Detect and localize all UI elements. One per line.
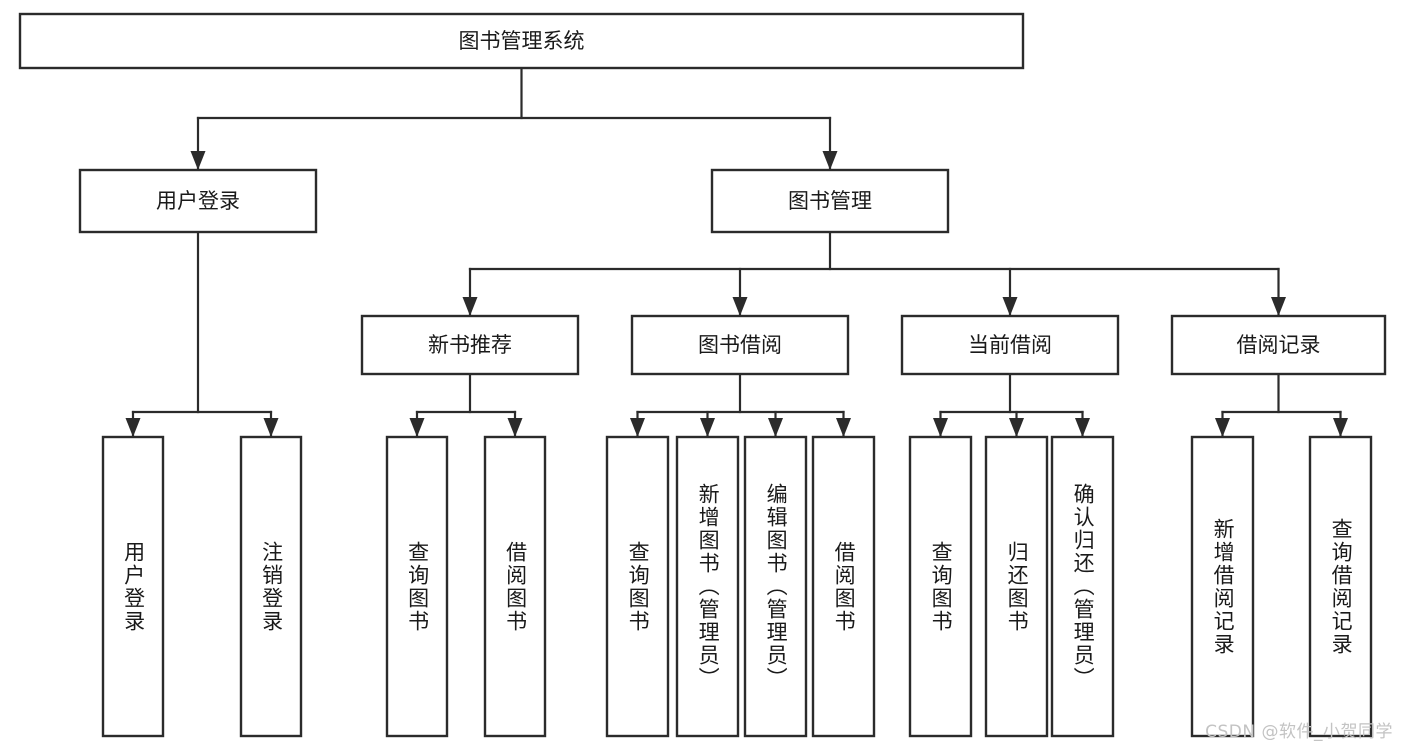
- node-box-root[interactable]: [18, 12, 1025, 70]
- node-box-leaf-query-book-rec[interactable]: [385, 435, 449, 738]
- node-label-user-login: 用户登录: [156, 189, 240, 213]
- leafbus-user-login-arrow-1: [263, 418, 279, 437]
- node-box-leaf-query-book-cb[interactable]: [908, 435, 973, 738]
- node-box-leaf-edit-book[interactable]: [743, 435, 808, 738]
- leafbus-current-borrow-arrow-1: [1009, 418, 1024, 437]
- leafbus-current-borrow-arrow-0: [933, 418, 948, 437]
- node-box-leaf-query-record[interactable]: [1308, 435, 1373, 738]
- bookmanage-arrow-0: [462, 297, 478, 316]
- node-box-leaf-borrow-book-bb[interactable]: [811, 435, 876, 738]
- connectors-layer: [125, 66, 1348, 438]
- node-label-new-book-rec: 新书推荐: [428, 333, 512, 357]
- node-box-new-book-rec[interactable]: [360, 314, 580, 376]
- node-box-leaf-confirm-return[interactable]: [1050, 435, 1115, 738]
- node-box-book-borrow[interactable]: [630, 314, 850, 376]
- leafbus-book-borrow-arrow-2: [768, 418, 783, 437]
- node-box-leaf-query-book-bb[interactable]: [605, 435, 670, 738]
- root-arrow-1: [822, 151, 838, 170]
- node-box-leaf-borrow-book-rec[interactable]: [483, 435, 547, 738]
- node-box-book-manage[interactable]: [710, 168, 950, 234]
- node-box-leaf-logout[interactable]: [239, 435, 303, 738]
- node-box-user-login[interactable]: [78, 168, 318, 234]
- leafbus-book-borrow-arrow-3: [836, 418, 851, 437]
- node-box-current-borrow[interactable]: [900, 314, 1120, 376]
- node-label-root: 图书管理系统: [459, 29, 585, 53]
- node-box-borrow-record[interactable]: [1170, 314, 1387, 376]
- node-label-current-borrow: 当前借阅: [968, 333, 1052, 357]
- node-label-borrow-record: 借阅记录: [1237, 333, 1321, 357]
- bookmanage-arrow-3: [1271, 297, 1286, 316]
- node-box-leaf-add-book[interactable]: [675, 435, 740, 738]
- node-box-leaf-return-book[interactable]: [984, 435, 1049, 738]
- leafbus-borrow-record-arrow-1: [1333, 418, 1348, 437]
- node-box-leaf-user-login[interactable]: [101, 435, 165, 738]
- boxes-layer: [18, 12, 1387, 738]
- node-box-leaf-add-record[interactable]: [1190, 435, 1255, 738]
- bookmanage-arrow-1: [732, 297, 748, 316]
- leafbus-new-book-rec-arrow-0: [409, 418, 425, 437]
- bookmanage-arrow-2: [1002, 297, 1018, 316]
- leafbus-book-borrow-arrow-1: [700, 418, 715, 437]
- node-label-book-borrow: 图书借阅: [698, 333, 782, 357]
- leafbus-book-borrow-arrow-0: [630, 418, 645, 437]
- leafbus-user-login-arrow-0: [125, 418, 141, 437]
- leafbus-borrow-record-arrow-0: [1215, 418, 1230, 437]
- root-arrow-0: [190, 151, 206, 170]
- leafbus-new-book-rec-arrow-1: [507, 418, 523, 437]
- csdn-watermark: CSDN @软件_小贺同学: [1205, 722, 1393, 742]
- leafbus-current-borrow-arrow-2: [1075, 418, 1090, 437]
- node-label-book-manage: 图书管理: [788, 189, 872, 213]
